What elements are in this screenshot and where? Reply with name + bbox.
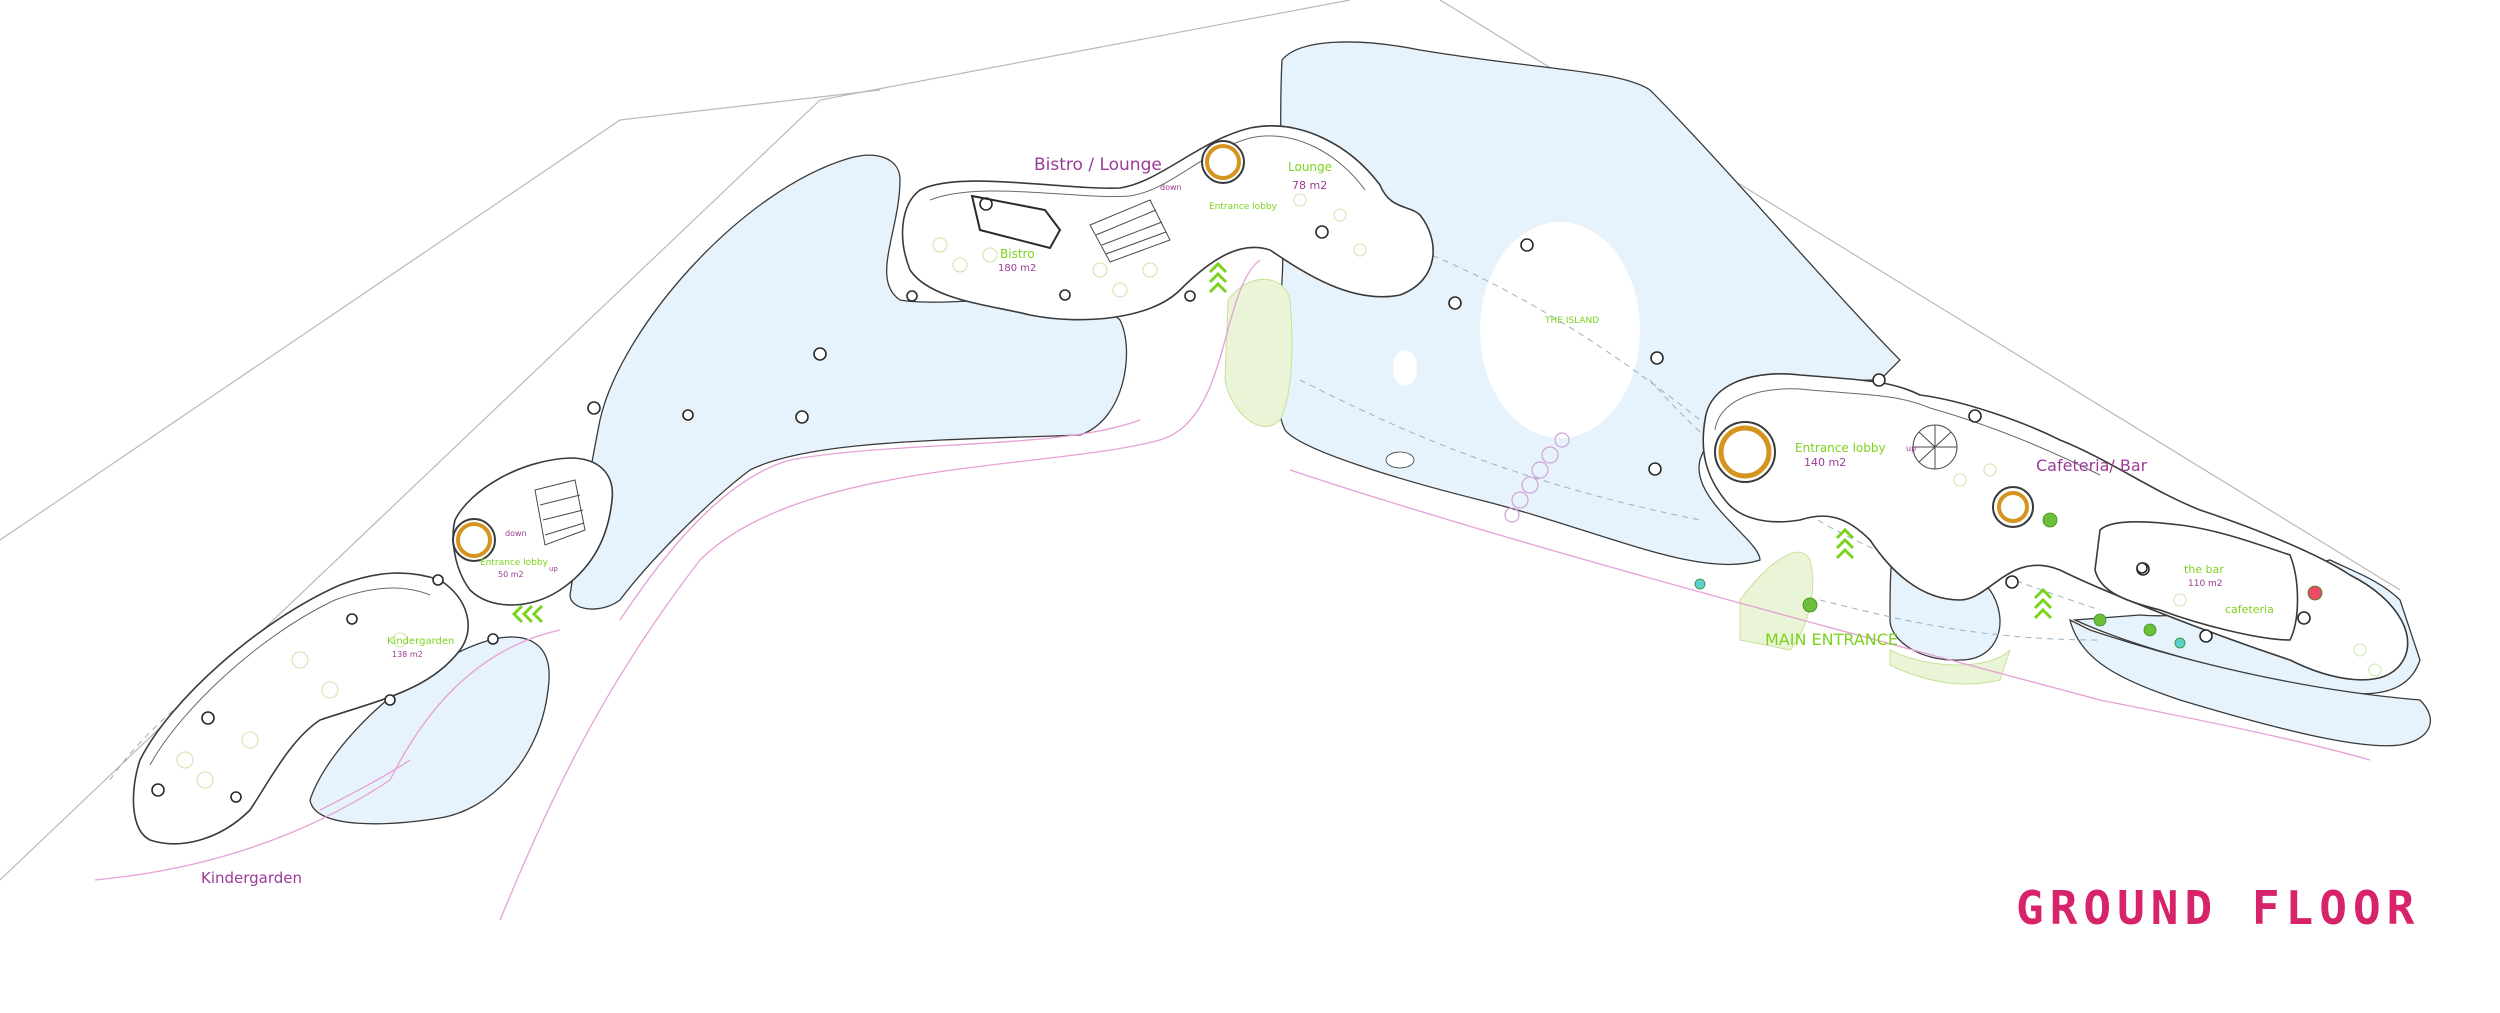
island-ring bbox=[1504, 432, 1570, 523]
pink-paths bbox=[94, 259, 2371, 921]
trees bbox=[1694, 512, 2323, 649]
column-icon bbox=[1059, 289, 1071, 301]
column-icon bbox=[2199, 629, 2213, 643]
column-icon bbox=[384, 694, 396, 706]
inner-walls bbox=[149, 135, 2101, 766]
label-entrance-lobby-top: Entrance lobby bbox=[1209, 202, 1278, 212]
building-kindergarden bbox=[132, 572, 469, 845]
label-kindergarden-outer: Kindergarden bbox=[201, 869, 302, 887]
islet bbox=[1393, 350, 1417, 386]
chevron-up-icon bbox=[2033, 587, 2053, 620]
building-outlines bbox=[132, 125, 2409, 845]
label-the-bar: the bar bbox=[2184, 563, 2224, 576]
building-bar-core bbox=[2094, 520, 2299, 641]
column-icon bbox=[1650, 351, 1664, 365]
label-entrance-lobby-main: Entrance lobby bbox=[1795, 441, 1886, 455]
building-bistro-lounge bbox=[901, 125, 1434, 321]
column-icon bbox=[906, 290, 918, 302]
chevron-left-icon bbox=[511, 604, 544, 624]
tree-icon bbox=[2093, 613, 2107, 627]
tree-icon bbox=[1694, 578, 1706, 590]
column-icon bbox=[1872, 373, 1886, 387]
column-icon bbox=[587, 401, 601, 415]
tree-icon bbox=[2174, 637, 2186, 649]
the-island bbox=[1480, 222, 1640, 438]
column-icon bbox=[1520, 238, 1534, 252]
spiral-stair-icon bbox=[1912, 424, 1958, 470]
column-icon bbox=[432, 574, 444, 586]
elevator-core-icon bbox=[1992, 486, 2034, 528]
tree-icon bbox=[1802, 597, 1818, 613]
elevator-core-icon bbox=[452, 518, 496, 562]
elevator-core-icon bbox=[1714, 421, 1776, 483]
column-icon bbox=[2297, 611, 2311, 625]
label-cafeteria-bar: Cafeteria/ Bar bbox=[2036, 456, 2148, 475]
label-up-left: up bbox=[549, 565, 558, 573]
column-icon bbox=[1315, 225, 1329, 239]
label-bistro: Bistro bbox=[1000, 247, 1035, 261]
label-entrance-lobby-left-area: 50 m2 bbox=[498, 570, 524, 579]
label-cafeteria: cafeteria bbox=[2225, 603, 2274, 616]
column-icon bbox=[795, 410, 809, 424]
water-basin-left bbox=[569, 154, 1128, 610]
label-main-entrance: MAIN ENTRANCE bbox=[1765, 630, 1898, 649]
label-kindergarden-inner: Kindergarden bbox=[387, 636, 454, 647]
label-entrance-lobby-main-area: 140 m2 bbox=[1804, 456, 1846, 469]
label-down-top: down bbox=[1160, 183, 1182, 192]
label-the-bar-area: 110 m2 bbox=[2188, 579, 2223, 589]
label-down-left: down bbox=[505, 529, 527, 538]
label-up-main: up bbox=[1906, 444, 1916, 453]
column-icon bbox=[1968, 409, 1982, 423]
water-basin-far-right-lower bbox=[2069, 618, 2431, 747]
column-icon bbox=[682, 409, 694, 421]
tree-icon bbox=[2307, 585, 2323, 601]
label-lounge-area: 78 m2 bbox=[1292, 179, 1327, 192]
column-icon bbox=[201, 711, 215, 725]
elevator-cores bbox=[452, 140, 2034, 562]
column-icon bbox=[487, 633, 499, 645]
label-bistro-lounge: Bistro / Lounge bbox=[1034, 155, 1162, 175]
stair-icon bbox=[534, 194, 1171, 546]
islet-2 bbox=[1385, 451, 1415, 469]
label-bistro-area: 180 m2 bbox=[998, 263, 1036, 274]
chevron-up-icon bbox=[1208, 261, 1228, 294]
column-icon bbox=[151, 783, 165, 797]
column-icon bbox=[346, 613, 358, 625]
columns bbox=[151, 197, 2311, 803]
column-icon bbox=[2005, 575, 2019, 589]
chevron-up-icon bbox=[1835, 527, 1855, 560]
label-the-island: THE ISLAND bbox=[1544, 316, 1599, 326]
column-icon bbox=[813, 347, 827, 361]
label-kindergarden-area: 138 m2 bbox=[392, 650, 423, 659]
elevator-core-icon bbox=[1201, 140, 1245, 184]
labels: Bistro / Lounge Lounge 78 m2 down Entran… bbox=[201, 155, 2274, 887]
column-icon bbox=[230, 791, 242, 803]
page-title: GROUND FLOOR bbox=[2016, 881, 2420, 935]
column-icon bbox=[2136, 562, 2148, 574]
tree-icon bbox=[2143, 623, 2157, 637]
label-lounge: Lounge bbox=[1288, 160, 1332, 174]
water-areas bbox=[309, 41, 2431, 825]
tree-icon bbox=[2042, 512, 2058, 528]
furniture bbox=[176, 193, 2382, 789]
column-icon bbox=[1648, 462, 1662, 476]
label-entrance-lobby-left: Entrance lobby bbox=[480, 558, 549, 568]
column-icon bbox=[1448, 296, 1462, 310]
column-icon bbox=[1184, 290, 1196, 302]
